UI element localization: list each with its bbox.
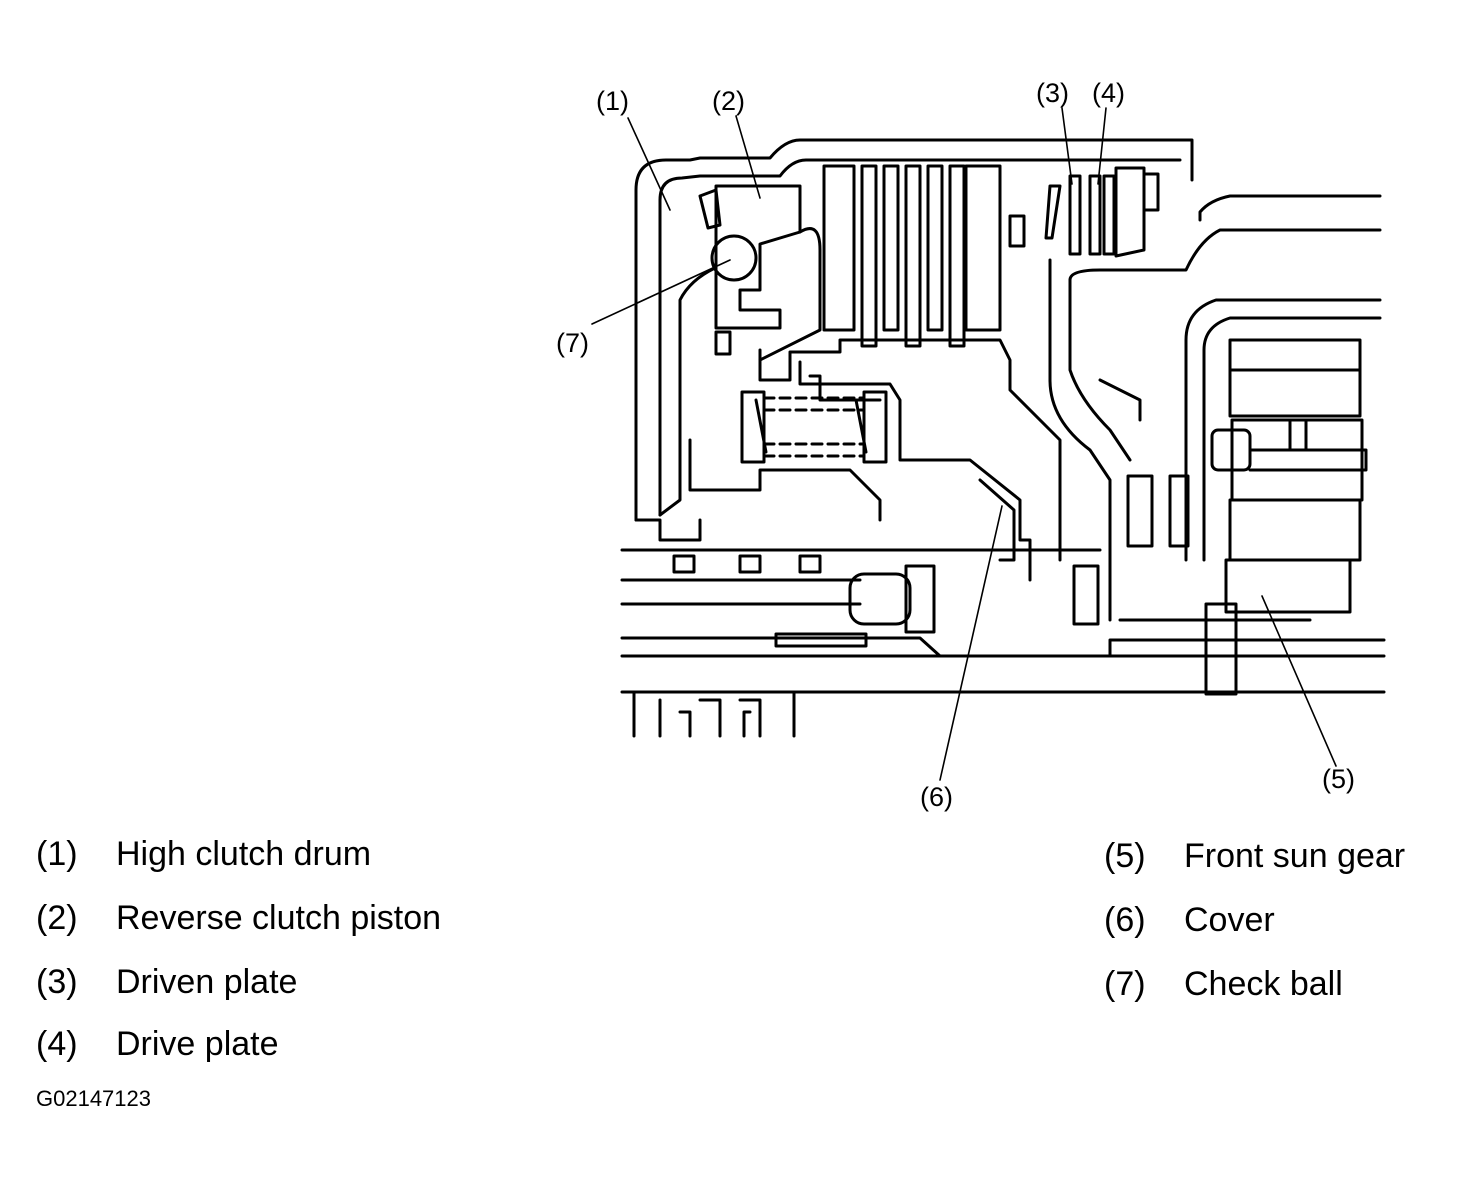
callout-3: (3) — [1036, 78, 1069, 108]
legend-number: (3) — [36, 963, 78, 1001]
reverse-clutch-piston — [714, 184, 822, 362]
callout-5: (5) — [1322, 764, 1355, 794]
front-sun-gear-area — [1072, 298, 1382, 626]
callout-7: (7) — [556, 328, 589, 358]
callout-6: (6) — [920, 782, 953, 812]
input-shaft — [620, 548, 1386, 696]
callout-4: (4) — [1092, 78, 1125, 108]
legend-label: Drive plate — [116, 1025, 279, 1063]
callout-1: (1) — [596, 86, 629, 116]
legend-label: Cover — [1184, 901, 1275, 939]
check-ball — [698, 188, 758, 282]
leader-1 — [627, 117, 671, 211]
cover — [688, 338, 1062, 582]
legend-label: Check ball — [1184, 965, 1343, 1003]
callout-2: (2) — [712, 86, 745, 116]
drum-connection-shell — [1048, 194, 1382, 622]
legend-number: (5) — [1104, 837, 1146, 875]
legend-label: Driven plate — [116, 963, 298, 1001]
legend-number: (1) — [36, 835, 78, 873]
leader-4 — [1097, 107, 1107, 185]
legend-label: High clutch drum — [116, 835, 372, 873]
legend-label: Reverse clutch piston — [116, 899, 442, 937]
leader-7 — [591, 259, 731, 325]
legend-number: (4) — [36, 1025, 78, 1063]
clutch-plate-pack — [822, 164, 1160, 348]
clutch-assembly-cross-section — [591, 107, 1386, 781]
leader-3 — [1061, 107, 1073, 185]
leader-6 — [939, 505, 1003, 781]
legend-number: (2) — [36, 899, 78, 937]
figure-code: G02147123 — [36, 1086, 151, 1111]
legend-number: (7) — [1104, 965, 1146, 1003]
legend-number: (6) — [1104, 901, 1146, 939]
return-spring — [740, 390, 888, 464]
leader-2 — [735, 115, 761, 199]
leader-5 — [1261, 595, 1337, 767]
lower-housing — [632, 690, 796, 738]
legend-label: Front sun gear — [1184, 837, 1406, 875]
leader-lines — [591, 107, 1337, 781]
